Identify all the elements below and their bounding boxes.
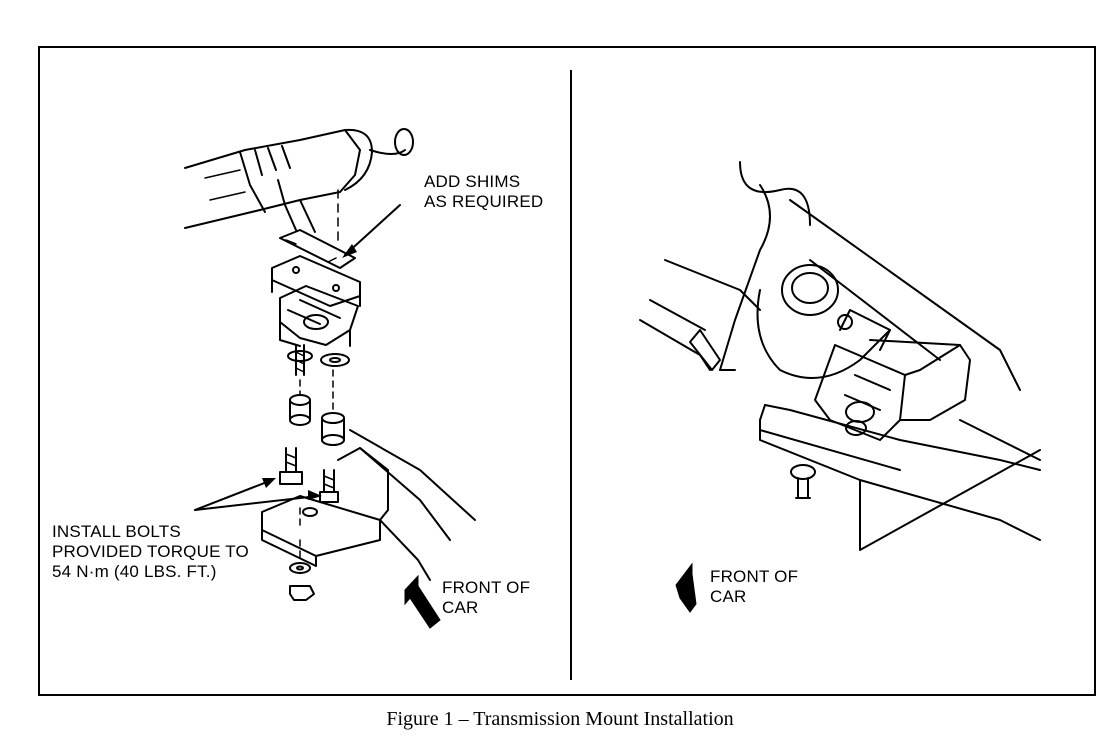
panel-divider <box>570 70 572 680</box>
figure-caption: Figure 1 – Transmission Mount Installati… <box>386 708 734 730</box>
front-of-car-arrow-left <box>404 574 441 629</box>
crossmember-drawing <box>261 429 476 601</box>
shim-plate-drawing <box>279 229 356 269</box>
callout-arrows-left <box>194 204 401 511</box>
front-of-car-label-left: FRONT OF CAR <box>442 578 531 617</box>
transmission-tailshaft-drawing <box>184 128 414 241</box>
figure-frame <box>38 46 1096 696</box>
front-of-car-arrow-right <box>675 562 697 613</box>
bolts-washers-spacers-drawing <box>279 344 350 503</box>
add-shims-label: ADD SHIMS AS REQUIRED <box>424 172 544 211</box>
mount-bracket-drawing <box>271 255 361 347</box>
install-bolts-label: INSTALL BOLTS PROVIDED TORQUE TO 54 N·m … <box>52 522 249 581</box>
installed-mount-drawing <box>639 161 1041 551</box>
front-of-car-label-right: FRONT OF CAR <box>710 567 799 606</box>
